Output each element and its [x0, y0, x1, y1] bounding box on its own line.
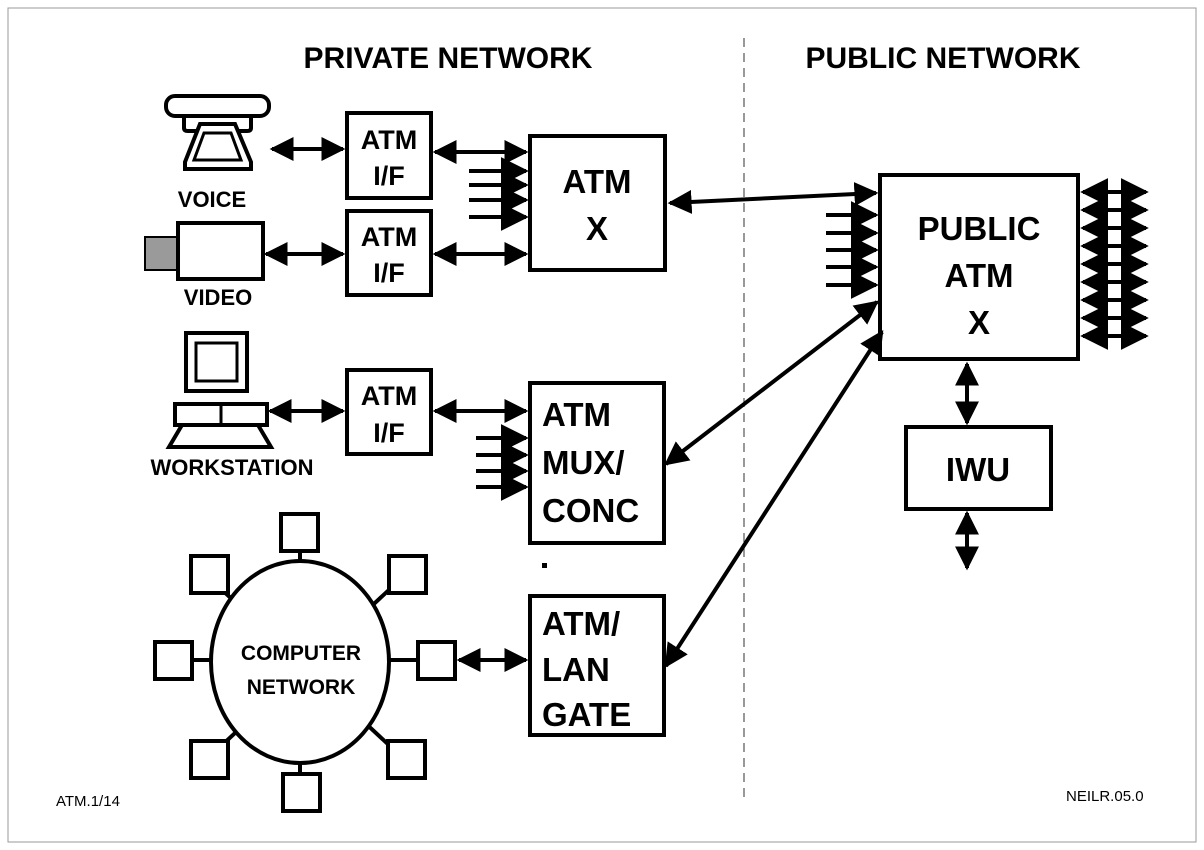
network-node: [416, 640, 457, 681]
public-atm-switch-box: PUBLIC ATM X: [878, 173, 1080, 361]
atm-mux-conc-box: ATM MUX/ CONC: [528, 381, 666, 545]
network-node: [386, 739, 427, 780]
atm-interface-box: ATM I/F: [345, 111, 433, 200]
network-node: [153, 640, 194, 681]
output-arrows: [1080, 178, 1149, 350]
gateway-label-line2: LAN: [542, 651, 610, 688]
voice-label: VOICE: [178, 187, 246, 212]
telephone-icon: [164, 94, 271, 171]
stray-dot: [542, 563, 547, 568]
atm-switch-box: ATM X: [528, 134, 667, 272]
page-frame: [7, 7, 1197, 843]
network-node: [279, 512, 320, 553]
atm-interface-label: ATM: [361, 125, 417, 155]
input-arrows: [469, 157, 879, 501]
public-switch-label-line1: PUBLIC: [918, 210, 1041, 247]
computer-network-label-line2: NETWORK: [247, 676, 356, 699]
gateway-label-line3: GATE: [542, 696, 631, 733]
atm-interface-label: ATM: [361, 222, 417, 252]
switch-public-link: [667, 182, 879, 214]
network-node: [189, 554, 230, 595]
workstation-label: WORKSTATION: [151, 455, 314, 480]
atm-lan-gateway-box: ATM/ LAN GATE: [528, 594, 666, 737]
computer-network-ring: COMPUTER NETWORK: [153, 512, 457, 813]
atm-interface-sublabel: I/F: [373, 161, 405, 191]
mux-label-line3: CONC: [542, 492, 639, 529]
gateway-label-line1: ATM/: [542, 605, 620, 642]
mux-public-link: [664, 300, 879, 466]
public-switch-label-line3: X: [968, 304, 990, 341]
connector-arrows: [263, 137, 979, 672]
private-network-heading: PRIVATE NETWORK: [304, 42, 593, 75]
network-node: [387, 554, 428, 595]
atm-switch-sublabel: X: [586, 210, 608, 247]
mux-label-line1: ATM: [542, 396, 611, 433]
figure-code-left: ATM.1/14: [56, 793, 120, 810]
workstation-icon: [165, 331, 275, 449]
atm-interface-sublabel: I/F: [373, 418, 405, 448]
computer-network-label-line1: COMPUTER: [241, 642, 361, 665]
atm-interface-sublabel: I/F: [373, 258, 405, 288]
figure-code-right: NEILR.05.0: [1066, 788, 1144, 805]
public-switch-label-line2: ATM: [944, 257, 1013, 294]
atm-interface-box: ATM I/F: [345, 209, 433, 297]
video-label: VIDEO: [184, 285, 252, 310]
iwu-box: IWU: [904, 425, 1053, 511]
network-node: [189, 739, 230, 780]
network-node: [281, 772, 322, 813]
video-camera-icon: [144, 221, 265, 281]
gateway-public-link: [664, 329, 884, 669]
atm-interface-label: ATM: [361, 381, 417, 411]
public-network-heading: PUBLIC NETWORK: [806, 42, 1081, 75]
mux-label-line2: MUX/: [542, 444, 625, 481]
atm-interface-box: ATM I/F: [345, 368, 433, 456]
iwu-label: IWU: [946, 451, 1010, 488]
atm-switch-label: ATM: [562, 163, 631, 200]
